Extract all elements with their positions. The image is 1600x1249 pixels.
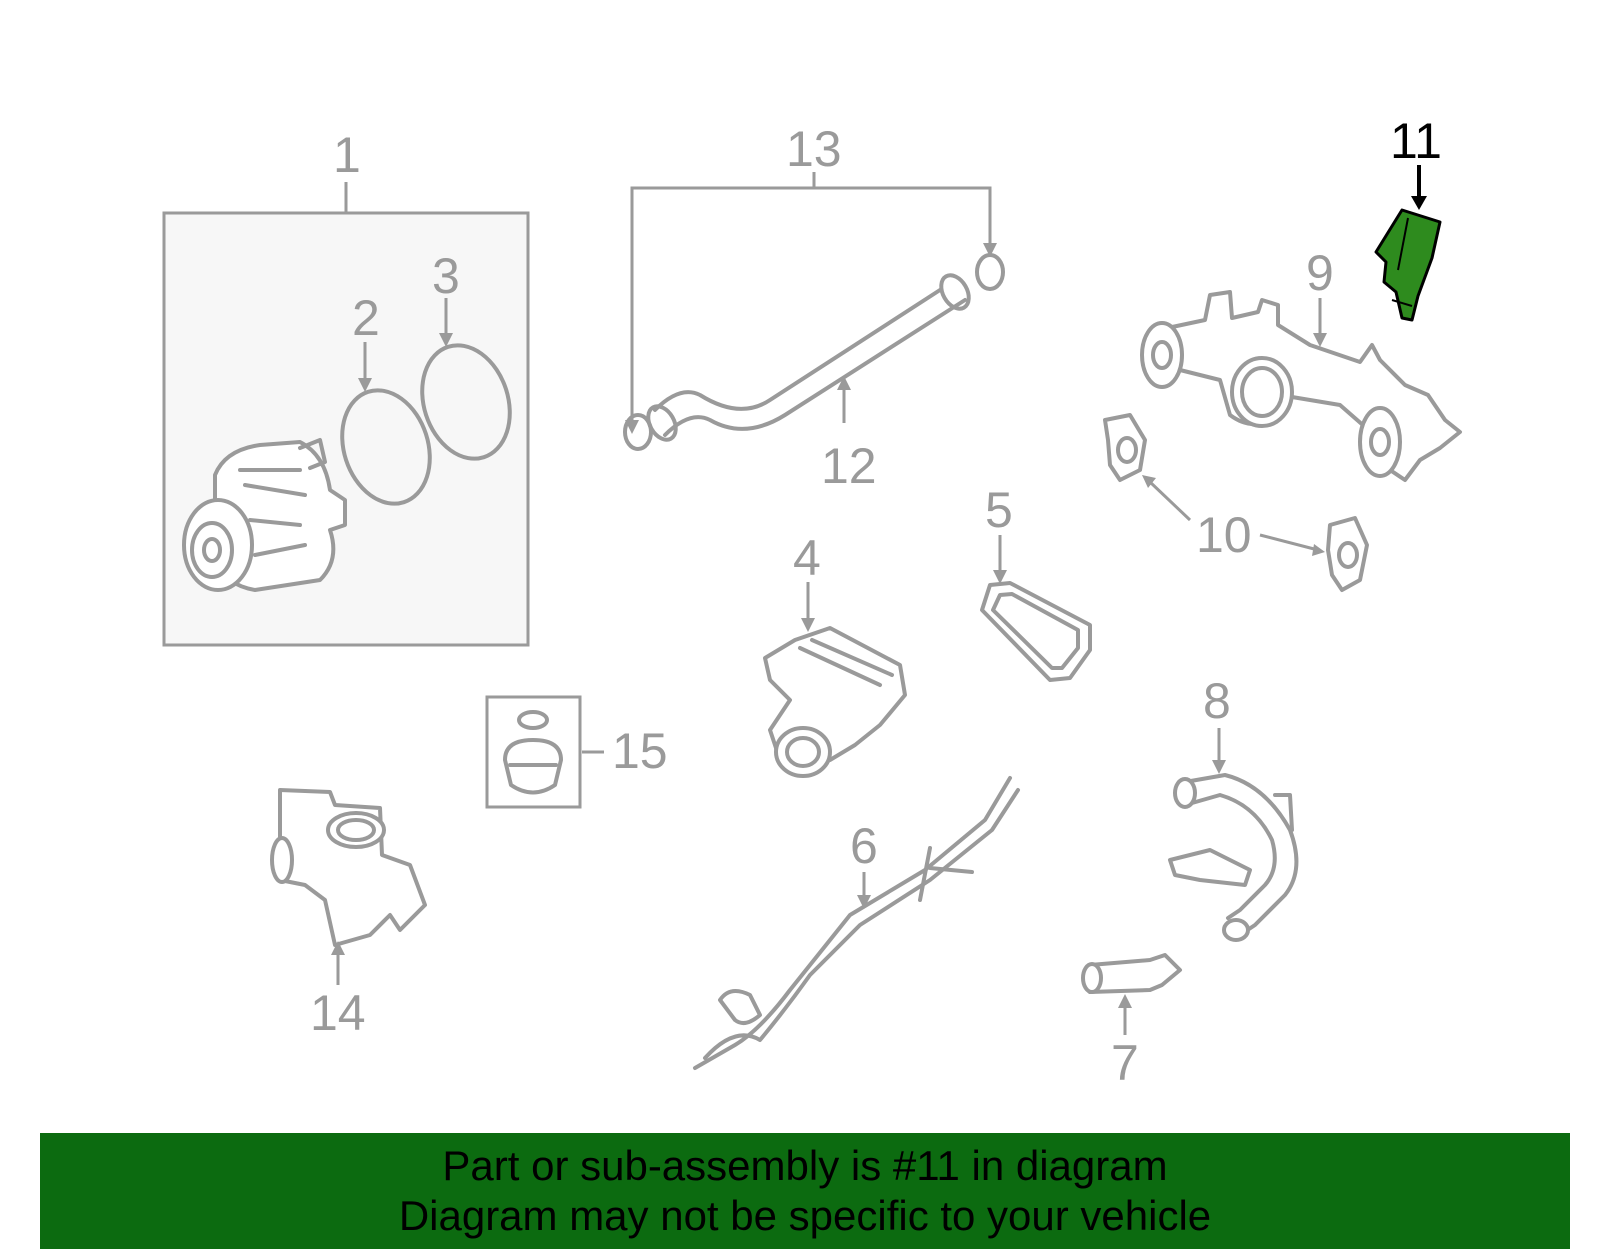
callout-9: 9 bbox=[1306, 245, 1334, 301]
hose-7-drawing bbox=[1088, 953, 1182, 994]
callout-4: 4 bbox=[793, 530, 821, 586]
water-pump-drawing bbox=[182, 438, 347, 592]
callout-3: 3 bbox=[432, 248, 460, 304]
callout-12: 12 bbox=[821, 438, 877, 494]
gasket-10b-drawing bbox=[1326, 516, 1369, 592]
callout-7: 7 bbox=[1111, 1035, 1139, 1091]
water-pipe-12-drawing bbox=[653, 288, 967, 437]
temperature-sensor-11-drawing bbox=[1374, 208, 1442, 322]
callout-14: 14 bbox=[310, 985, 366, 1041]
callout-8: 8 bbox=[1203, 673, 1231, 729]
callout-1: 1 bbox=[333, 127, 361, 183]
part-7-hose-group[interactable] bbox=[1081, 953, 1182, 1035]
bypass-pipe-6-drawing bbox=[693, 776, 1020, 1070]
part-info-banner: Part or sub-assembly is #11 in diagram D… bbox=[40, 1133, 1570, 1249]
gasket-3-drawing bbox=[420, 343, 512, 461]
part-11-sensor-group[interactable] bbox=[1374, 165, 1442, 322]
banner-line-2: Diagram may not be specific to your vehi… bbox=[398, 1192, 1212, 1239]
coolant-pipe-9-drawing bbox=[1156, 290, 1462, 482]
part-5-gasket-group[interactable] bbox=[980, 535, 1092, 682]
part-10-gaskets-group[interactable] bbox=[1103, 413, 1369, 592]
part-8-water-pipe-group[interactable] bbox=[1168, 728, 1299, 942]
gasket-10a-drawing bbox=[1103, 413, 1147, 482]
callout-5: 5 bbox=[985, 482, 1013, 538]
callout-11: 11 bbox=[1390, 113, 1442, 169]
callout-15: 15 bbox=[612, 723, 668, 779]
callout-2: 2 bbox=[352, 290, 380, 346]
banner-line-1: Part or sub-assembly is #11 in diagram bbox=[442, 1142, 1168, 1189]
part-4-thermostat-housing-group[interactable] bbox=[763, 582, 907, 778]
part-12-13-water-pipe-group[interactable] bbox=[623, 172, 1005, 451]
part-9-coolant-pipe-group[interactable] bbox=[1140, 290, 1462, 482]
part-6-bypass-pipe-group[interactable] bbox=[693, 776, 1020, 1070]
water-outlet-14-drawing bbox=[278, 788, 427, 947]
o-ring-13b-drawing bbox=[975, 253, 1005, 291]
callout-13: 13 bbox=[786, 121, 842, 177]
gasket-2-drawing bbox=[340, 388, 432, 506]
part-1-water-pump-group[interactable] bbox=[162, 182, 530, 647]
o-ring-13a-drawing bbox=[623, 413, 653, 451]
part-15-cap-group[interactable] bbox=[485, 695, 604, 809]
gasket-5-drawing bbox=[980, 581, 1092, 682]
o-ring-15-drawing bbox=[517, 710, 549, 730]
callout-6: 6 bbox=[850, 818, 878, 874]
callout-10: 10 bbox=[1196, 507, 1252, 563]
part-14-water-outlet-group[interactable] bbox=[270, 788, 427, 985]
